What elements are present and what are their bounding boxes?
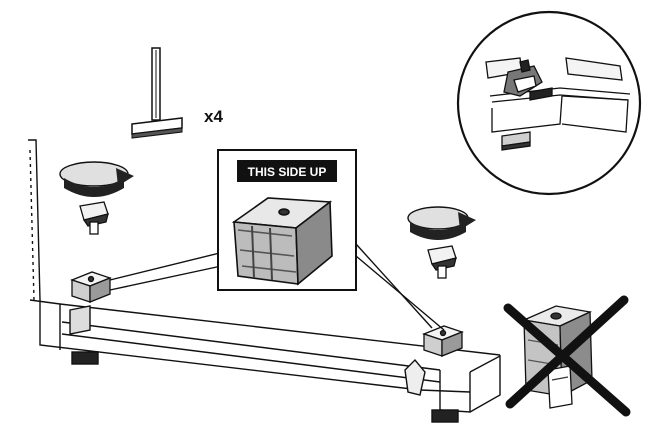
adjuster-knob-right [427,245,457,279]
x-mark-icon [503,295,631,417]
this-side-up-label: THIS SIDE UP [248,165,327,179]
quantity-label: x4 [204,107,223,126]
callout-panel: THIS SIDE UP [217,149,357,291]
adjuster-knob-left [79,201,109,235]
detail-inset [456,10,642,196]
printer-base [28,139,501,423]
leveling-bolt [131,47,183,139]
spacer-block-enlarged [231,197,333,286]
rotate-arrow-icon [407,206,476,240]
spacer-block-right [422,325,464,357]
banner-box [237,160,337,182]
incorrect-placement [503,295,631,417]
rotate-arrow-icon [59,161,134,197]
spacer-block-left [70,271,112,303]
